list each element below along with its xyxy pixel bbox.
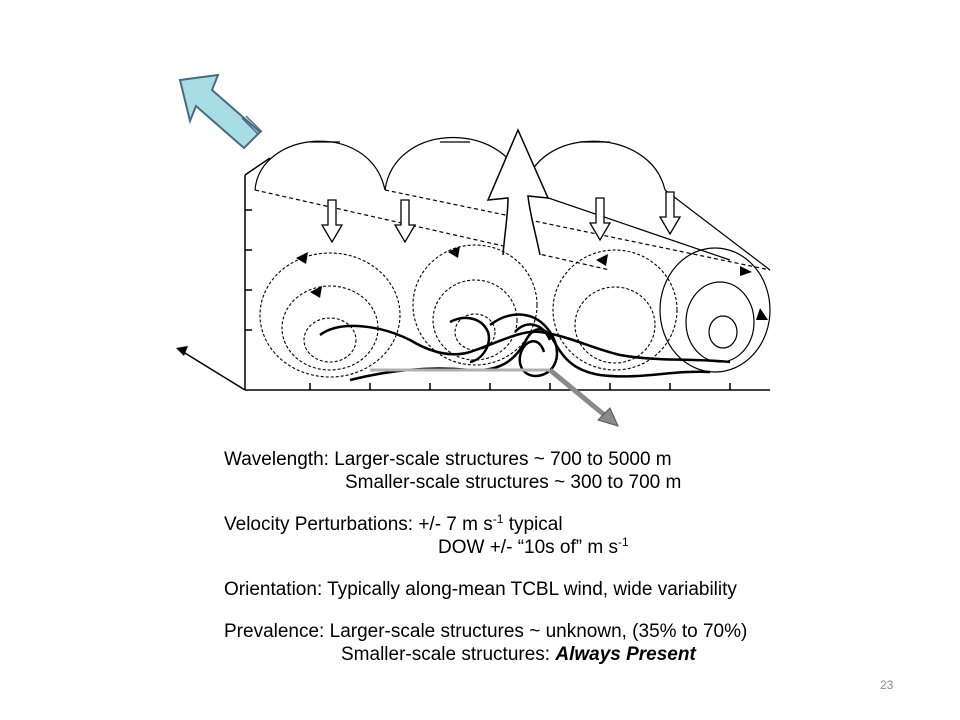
grey-diagonal-arrow-icon: [370, 368, 619, 427]
prevalence-row-1: Prevalence: Larger-scale structures ~ un…: [224, 620, 864, 643]
wavelength-label: Wavelength:: [224, 449, 329, 470]
velocity-typical: +/- 7 m s-1 typical: [418, 512, 563, 535]
orientation-label: Orientation:: [224, 579, 323, 600]
vortex-circulations: [259, 244, 678, 378]
prevalence-label: Prevalence:: [224, 621, 325, 642]
wavelength-row-2: Smaller-scale structures ~ 300 to 700 m: [224, 471, 864, 494]
diagram-frame: [176, 157, 770, 391]
wavelength-row-1: Wavelength: Larger-scale structures ~ 70…: [224, 448, 864, 471]
prevalence-large: Larger-scale structures ~ unknown, (35% …: [329, 621, 748, 642]
circulation-arrowheads: [296, 246, 768, 320]
mean-wind-arrow-icon: [178, 73, 263, 150]
velocity-label: Velocity Perturbations:: [224, 514, 414, 535]
wavelength-large: Larger-scale structures ~ 700 to 5000 m: [334, 449, 672, 470]
roll-vortex-figure: [176, 73, 771, 427]
updraft-arrow-icon: [486, 128, 550, 256]
velocity-dow: DOW +/- “10s of” m s-1: [438, 535, 629, 558]
velocity-row-2: DOW +/- “10s of” m s-1: [224, 536, 864, 559]
wavelength-small: Smaller-scale structures ~ 300 to 700 m: [345, 472, 682, 493]
page-number: 23: [880, 678, 894, 692]
velocity-row-1: Velocity Perturbations: +/- 7 m s-1 typi…: [224, 513, 864, 536]
downdraft-arrows: [320, 191, 682, 244]
orientation-row: Orientation: Typically along-mean TCBL w…: [224, 578, 864, 601]
prevalence-row-2: Smaller-scale structures: Always Present: [224, 643, 864, 666]
orientation-value: Typically along-mean TCBL wind, wide var…: [327, 579, 737, 600]
roll-vortex-diagram: [170, 70, 790, 430]
structure-summary: Wavelength: Larger-scale structures ~ 70…: [224, 448, 864, 666]
prevalence-always-present: Always Present: [555, 644, 696, 665]
prevalence-small: Smaller-scale structures:: [341, 644, 556, 665]
small-scale-vortex-structures: [319, 313, 731, 382]
